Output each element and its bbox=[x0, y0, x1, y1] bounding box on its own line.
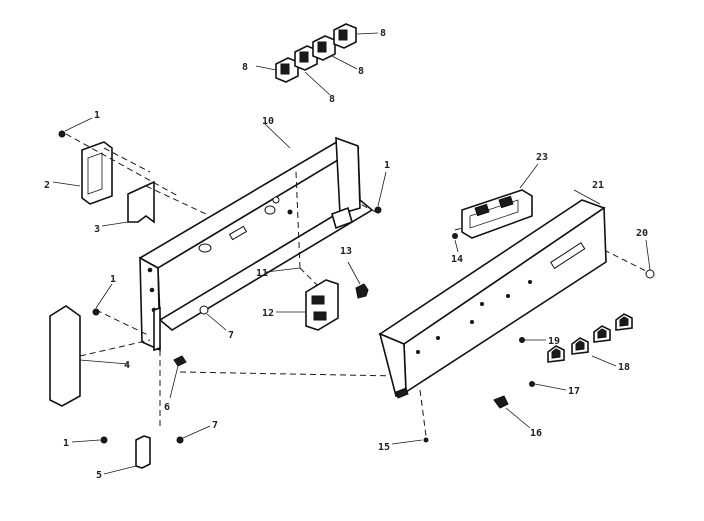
screw-part-1-middle bbox=[92, 283, 113, 316]
callout-4: 4 bbox=[124, 360, 130, 371]
callout-15: 15 bbox=[378, 442, 390, 453]
backguard-panel-part-10 bbox=[138, 123, 374, 352]
clip-part-13 bbox=[347, 261, 369, 299]
knob-18a bbox=[547, 345, 565, 363]
callout-2: 2 bbox=[44, 180, 50, 191]
switch-part-8d bbox=[333, 23, 357, 49]
switch-part-8a bbox=[275, 57, 299, 83]
knob-18b bbox=[571, 337, 589, 355]
callout-1-bottom: 1 bbox=[63, 438, 69, 449]
callout-14: 14 bbox=[451, 254, 463, 265]
screw-part-17 bbox=[529, 381, 567, 391]
screw-part-1-top bbox=[58, 117, 93, 138]
side-panel-part-4 bbox=[49, 305, 129, 407]
nut-part-7-lower bbox=[176, 425, 211, 444]
knob-group-18 bbox=[547, 313, 633, 367]
callout-21: 21 bbox=[592, 180, 604, 191]
screw-part-14 bbox=[452, 233, 459, 253]
callout-1-right: 1 bbox=[384, 160, 390, 171]
callout-labels: 1 1 1 1 2 3 4 5 6 7 7 8 8 8 8 10 11 12 1… bbox=[44, 28, 648, 481]
switch-part-8c bbox=[312, 35, 336, 61]
switch-group-8 bbox=[255, 23, 379, 96]
callout-18: 18 bbox=[618, 362, 630, 373]
side-bracket-strip bbox=[153, 306, 161, 352]
callout-8-right: 8 bbox=[380, 28, 386, 39]
side-bracket-part-2 bbox=[52, 141, 113, 205]
callout-3: 3 bbox=[94, 224, 100, 235]
callout-1-middle: 1 bbox=[110, 274, 116, 285]
callout-17: 17 bbox=[568, 386, 580, 397]
knob-18d bbox=[615, 313, 633, 331]
callout-8-bottom: 8 bbox=[329, 94, 335, 105]
control-panel-part-21 bbox=[378, 189, 607, 399]
screw-part-15 bbox=[391, 437, 429, 445]
callout-5: 5 bbox=[96, 470, 102, 481]
screw-part-20 bbox=[645, 239, 655, 279]
callout-16: 16 bbox=[530, 428, 542, 439]
clip-part-6 bbox=[169, 355, 187, 399]
screw-part-19 bbox=[519, 337, 546, 343]
knob-18c bbox=[593, 325, 611, 343]
callout-13: 13 bbox=[340, 246, 352, 257]
screw-part-1-right bbox=[374, 171, 387, 214]
callout-12: 12 bbox=[262, 308, 274, 319]
callout-8-middle: 8 bbox=[358, 66, 364, 77]
callout-7-lower: 7 bbox=[212, 420, 218, 431]
callout-20: 20 bbox=[636, 228, 648, 239]
bracket-part-5 bbox=[103, 435, 151, 475]
bracket-part-3 bbox=[101, 180, 155, 227]
clip-part-16 bbox=[493, 395, 531, 429]
callout-8-left: 8 bbox=[242, 62, 248, 73]
callout-6: 6 bbox=[164, 402, 170, 413]
callout-1-top: 1 bbox=[94, 110, 100, 121]
switch-part-8b bbox=[294, 45, 318, 71]
callout-10: 10 bbox=[262, 116, 274, 127]
callout-23: 23 bbox=[536, 152, 548, 163]
callout-19: 19 bbox=[548, 336, 560, 347]
screw-part-1-bottom bbox=[71, 436, 108, 444]
nut-part-7-upper bbox=[199, 305, 227, 331]
callout-7-upper: 7 bbox=[228, 330, 234, 341]
callout-11: 11 bbox=[256, 268, 268, 279]
timer-part-23 bbox=[461, 163, 539, 239]
switch-part-12 bbox=[265, 267, 339, 331]
